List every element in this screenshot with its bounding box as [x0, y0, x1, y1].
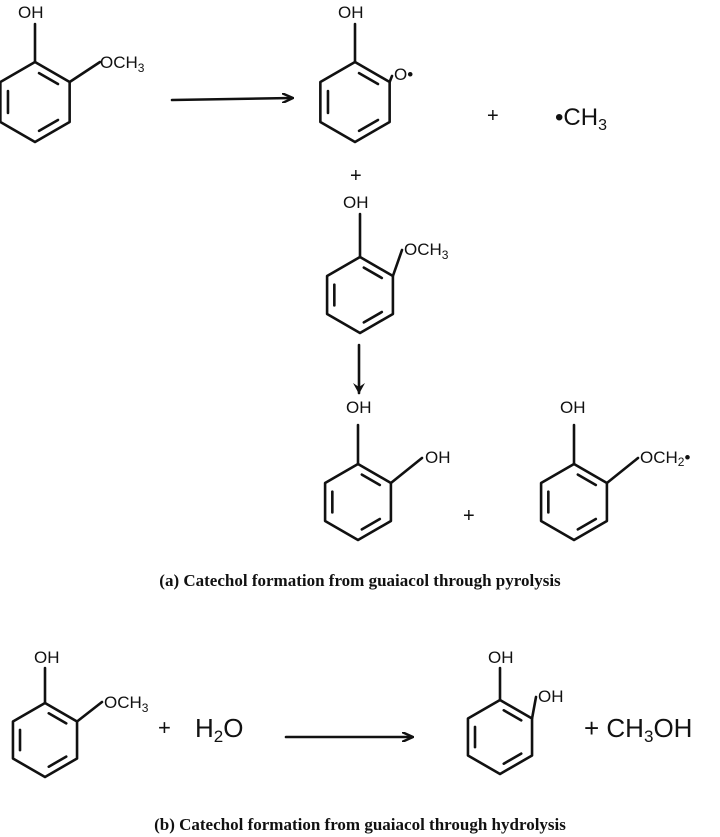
radical-oh-label: OH [560, 398, 586, 417]
catechol-ring [323, 423, 424, 542]
methyl-radical-label: •CH3 [555, 104, 607, 134]
reactant-oh-label: OH [18, 3, 44, 22]
guaiacol-ring [0, 22, 102, 144]
double-bond [357, 71, 380, 86]
substituent-bond [389, 456, 424, 485]
catechol-oh2-label: OH [425, 448, 451, 467]
plus-sign: + [350, 165, 362, 187]
reactant-och3-label: OCH3 [104, 693, 149, 715]
plus-sign: + [487, 105, 499, 127]
double-bond [357, 118, 380, 133]
phenoxy-radical-ring [319, 22, 394, 144]
double-bond [37, 71, 60, 86]
guaiacol-radical-ring [539, 423, 640, 542]
substituent-bond [605, 456, 640, 485]
reactant-oh-label: OH [34, 648, 60, 667]
double-bond [362, 310, 384, 324]
double-bond [362, 266, 384, 280]
methanol-label: + CH3OH [584, 713, 692, 746]
reaction-arrow-pyrolysis [170, 98, 292, 100]
plus-sign: + [463, 505, 475, 527]
guaiacol-ring [11, 666, 104, 779]
double-bond [360, 473, 382, 487]
catechol-oh1-label: OH [346, 398, 372, 417]
caption-a: (a) Catechol formation from guaiacol thr… [159, 571, 561, 590]
phenoxy-radical-label: O• [394, 65, 413, 84]
double-bond [47, 712, 68, 725]
water-label: H2O [195, 713, 243, 746]
double-bond [502, 709, 523, 722]
substituent-bond [391, 248, 404, 278]
och2-radical-label: OCH2• [640, 448, 690, 469]
substituent-bond [388, 74, 394, 84]
substituent-bond [75, 700, 104, 723]
caption-b: (b) Catechol formation from guaiacol thr… [154, 815, 566, 834]
double-bond [37, 118, 60, 133]
guaiacol-oh-label: OH [343, 193, 369, 212]
substituent-bond [68, 60, 102, 84]
catechol-oh1-label: OH [488, 648, 514, 667]
double-bond [502, 752, 523, 765]
radical-oh-label: OH [338, 3, 364, 22]
guaiacol-och3-label: OCH3 [404, 240, 449, 262]
catechol-ring [466, 666, 538, 776]
double-bond [576, 517, 598, 531]
double-bond [576, 473, 598, 487]
double-bond [360, 517, 382, 531]
plus-sign: + [158, 715, 171, 740]
substituent-bond [530, 695, 538, 720]
double-bond [47, 755, 68, 768]
reactant-och3-label: OCH3 [100, 53, 145, 75]
catechol-oh2-label: OH [538, 687, 564, 706]
guaiacol-ring [325, 212, 404, 335]
